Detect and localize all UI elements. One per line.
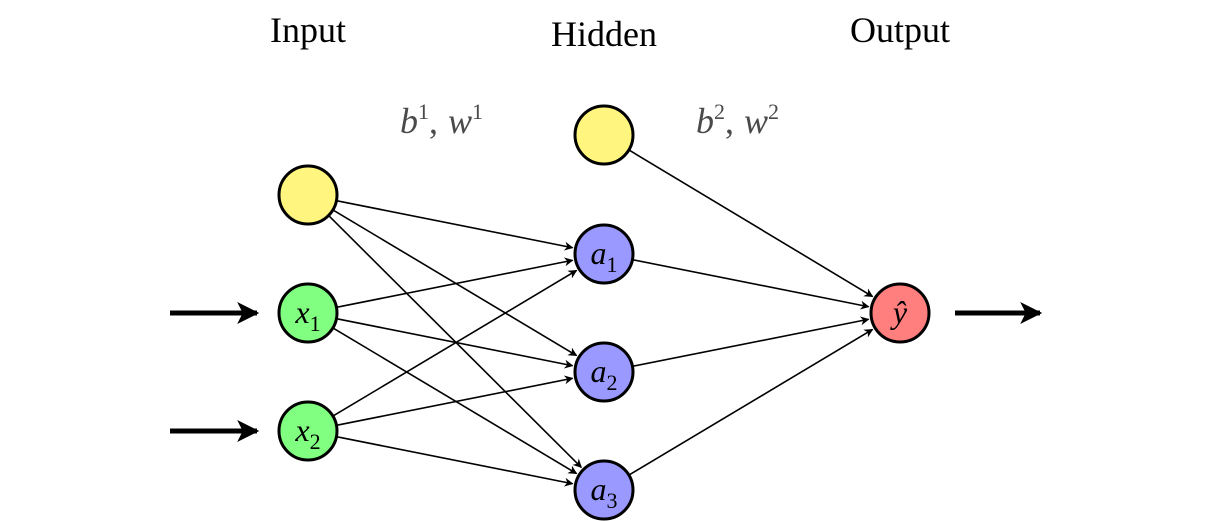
node-label-yhat: ŷ	[890, 294, 908, 330]
node-yhat: ŷ	[869, 282, 931, 344]
external-arrows-group	[170, 302, 1043, 442]
input-node-circle	[277, 400, 339, 462]
node-a3: a3	[573, 459, 635, 521]
edge-x1-a1	[336, 257, 574, 309]
edge-b2-yhat	[628, 149, 874, 298]
node-x2: x2	[277, 400, 339, 462]
edge-b1-a3	[327, 214, 582, 469]
nodes-group: x1 x2 a1 a2 a3 ŷ	[277, 104, 931, 521]
node-label-x1: x1	[294, 294, 320, 336]
node-a1: a1	[573, 223, 635, 285]
node-label-a3: a3	[591, 471, 618, 513]
param-label-layer1: b1,w1	[400, 99, 483, 141]
edge-x1-a2	[336, 317, 574, 369]
edge-a2-yhat	[632, 316, 870, 368]
layer-title-input: Input	[270, 10, 346, 50]
hidden-node-circle	[573, 459, 635, 521]
bias-node-circle	[573, 104, 635, 166]
edges-group	[327, 149, 874, 487]
layer-title-hidden: Hidden	[551, 14, 657, 54]
hidden-node-circle	[573, 341, 635, 403]
edge-x2-a1	[332, 269, 578, 417]
edge-x2-a3	[336, 435, 574, 487]
param-label-layer2: b2,w2	[696, 99, 779, 141]
edge-a3-yhat	[628, 328, 874, 476]
edge-a1-yhat	[632, 258, 870, 310]
edge-b1-a2	[332, 209, 578, 357]
edge-x2-a2	[336, 375, 574, 427]
edge-x1-a3	[332, 327, 578, 475]
bias-node-circle	[277, 164, 339, 226]
edge-b1-a1	[336, 199, 574, 251]
hidden-node-circle	[573, 223, 635, 285]
layer-title-output: Output	[850, 10, 950, 50]
node-b1	[277, 164, 339, 226]
node-b2	[573, 104, 635, 166]
node-label-a2: a2	[591, 353, 618, 395]
input-node-circle	[277, 282, 339, 344]
node-a2: a2	[573, 341, 635, 403]
node-label-x2: x2	[294, 412, 320, 454]
node-x1: x1	[277, 282, 339, 344]
node-label-a1: a1	[591, 235, 618, 277]
output-node-circle	[869, 282, 931, 344]
